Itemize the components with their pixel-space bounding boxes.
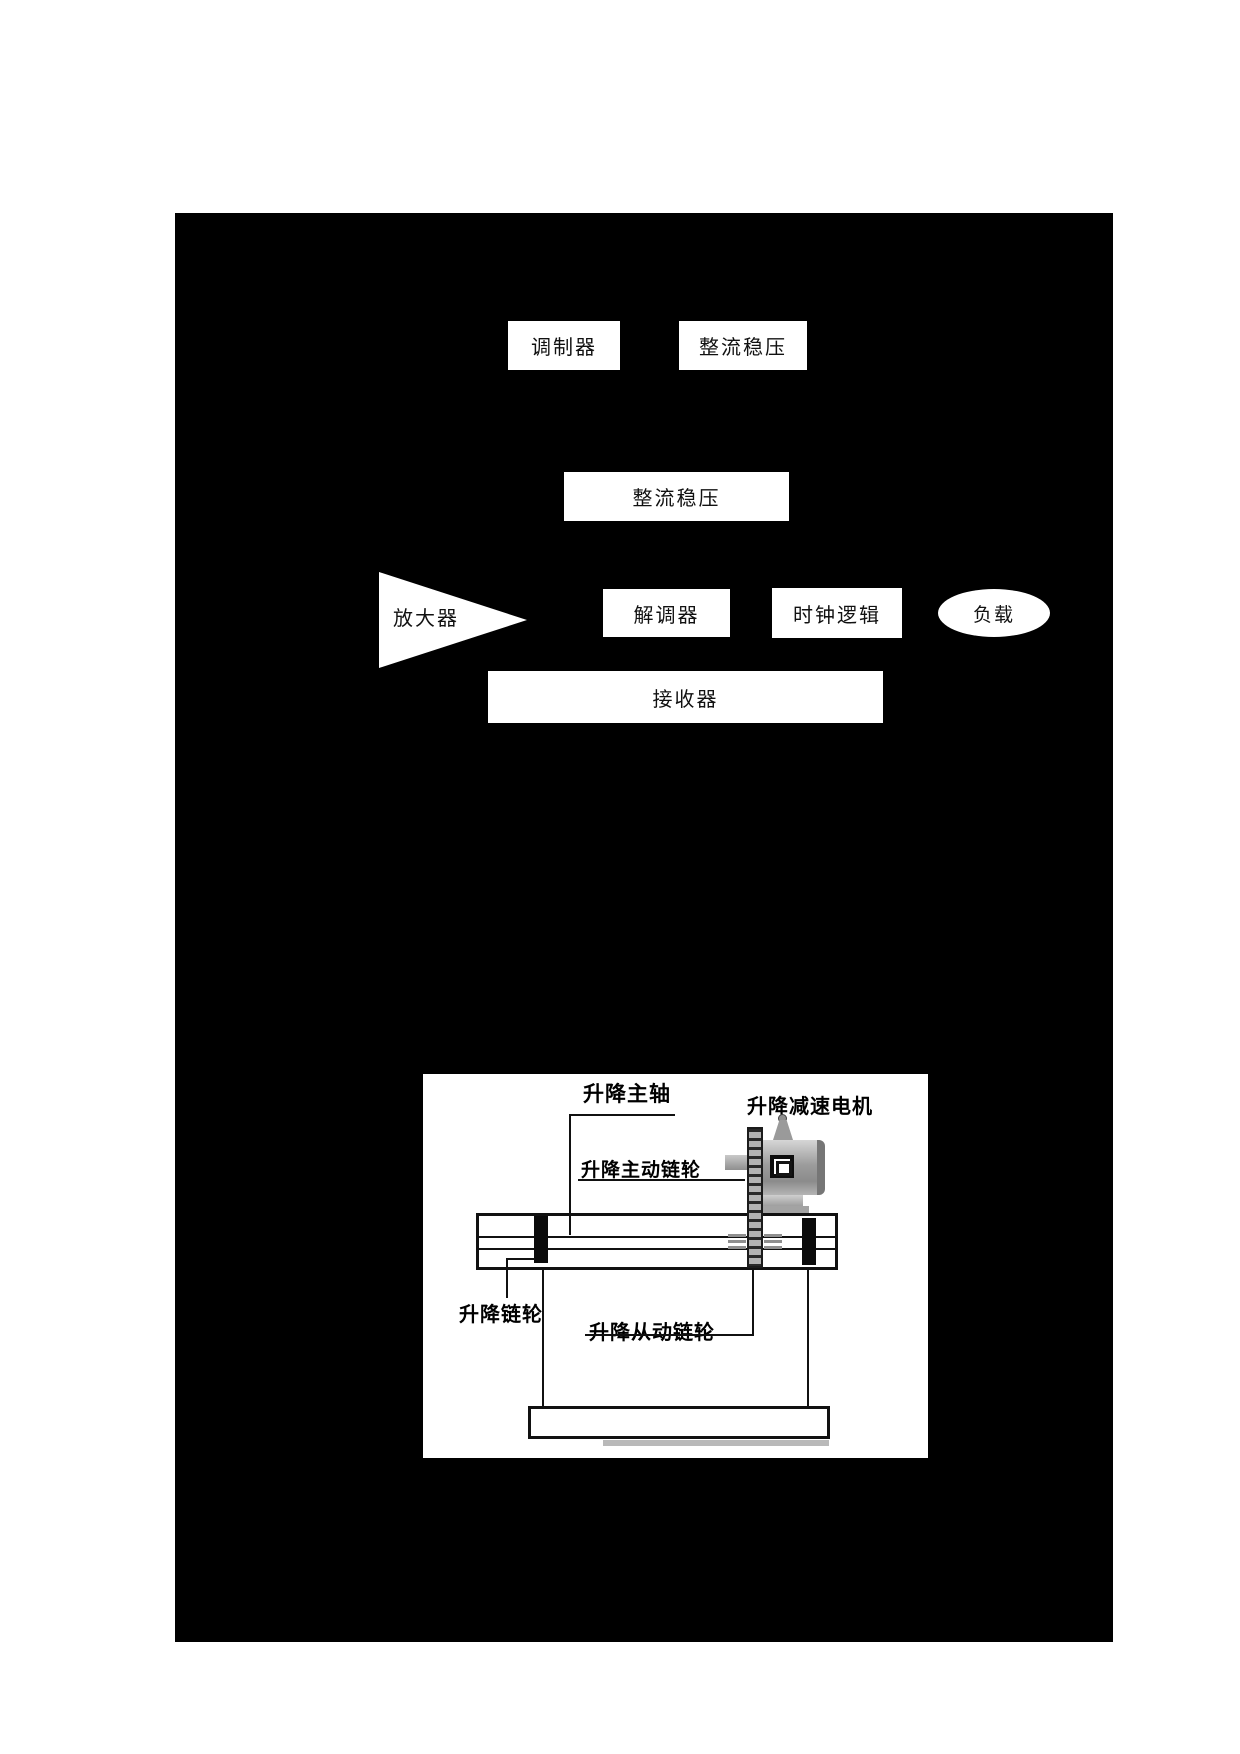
amplifier-label: 放大器 xyxy=(393,608,459,630)
modulator-box: 调制器 xyxy=(508,321,620,370)
lift-mechanism-figure: 升降主轴 升降减速电机 升降主动链轮 xyxy=(423,1074,928,1458)
sprocket-right xyxy=(802,1218,816,1265)
base-plate xyxy=(528,1406,830,1439)
drive-sprocket-disc xyxy=(747,1127,763,1268)
beam xyxy=(476,1213,838,1270)
drive-sprocket-leader-line xyxy=(578,1179,745,1181)
support-line-left xyxy=(542,1270,544,1406)
load-ellipse: 负载 xyxy=(938,589,1050,637)
motor-window xyxy=(770,1155,794,1178)
motor-pedestal xyxy=(763,1195,803,1208)
driven-sprocket-leader-rise xyxy=(752,1268,754,1334)
support-line-right xyxy=(807,1270,809,1406)
label-gear-motor: 升降减速电机 xyxy=(747,1096,873,1118)
main-shaft-leader-drop xyxy=(569,1114,571,1235)
label-driven-sprocket: 升降从动链轮 xyxy=(589,1322,715,1344)
motor-window-inner xyxy=(776,1161,792,1176)
label-main-shaft: 升降主轴 xyxy=(583,1083,671,1106)
label-lift-sprocket: 升降链轮 xyxy=(459,1304,543,1326)
chain-dashes-left xyxy=(728,1234,746,1250)
clock-logic-box: 时钟逻辑 xyxy=(772,588,902,638)
demodulator-box: 解调器 xyxy=(603,589,730,637)
rectifier-box-mid: 整流稳压 xyxy=(564,472,789,521)
main-shaft-leader-line xyxy=(570,1114,675,1116)
inverted-diagram-panel: 调制器 整流稳压 整流稳压 放大器 解调器 时钟逻辑 负载 接收器 升降主轴 升… xyxy=(175,213,1113,1642)
lift-sprocket-leader-line xyxy=(506,1258,535,1260)
base-shadow xyxy=(603,1440,829,1446)
rectifier-box-top: 整流稳压 xyxy=(679,321,807,370)
motor-shaft xyxy=(725,1155,747,1170)
sprocket-left xyxy=(534,1216,548,1263)
motor-top-mount xyxy=(773,1120,793,1140)
beam-inner-line-lower xyxy=(479,1248,835,1250)
driven-sprocket-leader-line xyxy=(585,1334,754,1336)
label-drive-sprocket: 升降主动链轮 xyxy=(581,1160,702,1181)
beam-inner-line-upper xyxy=(479,1236,835,1238)
receiver-box: 接收器 xyxy=(488,671,883,723)
chain-dashes-right xyxy=(764,1234,782,1250)
lift-sprocket-leader-drop xyxy=(506,1258,508,1298)
motor-pedestal-flange xyxy=(757,1206,809,1213)
